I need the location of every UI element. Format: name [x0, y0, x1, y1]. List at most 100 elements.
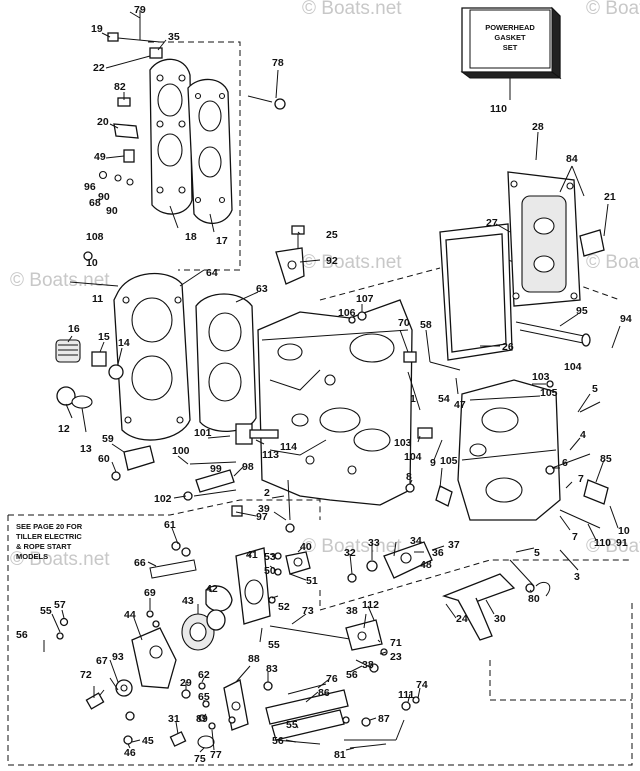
callout-39: 39: [258, 503, 270, 515]
cylinder-head-cover: [149, 58, 193, 215]
block-side-hardware: [111, 423, 279, 517]
callout-44: 44: [124, 609, 136, 621]
callout-81: 81: [334, 749, 346, 761]
callout-103-b: 103: [394, 437, 412, 449]
gasket-set-line1: POWERHEAD: [485, 23, 535, 32]
callout-12: 12: [58, 423, 70, 435]
callout-99: 99: [210, 463, 222, 475]
callout-86: 86: [318, 687, 330, 699]
note-line2: TILLER ELECTRIC: [16, 532, 82, 541]
callout-91: 91: [616, 537, 628, 549]
note-line3: & ROPE START: [16, 542, 72, 551]
callout-60: 60: [98, 453, 110, 465]
callout-numbers: 79 19 35 22 78 82 20 49 96 90 68 90 18 1…: [16, 4, 632, 765]
callout-31: 31: [168, 713, 180, 725]
callout-104-a: 104: [564, 361, 582, 373]
callout-30: 30: [494, 613, 506, 625]
callout-7-a: 7: [578, 473, 584, 485]
callout-90-a: 90: [98, 191, 110, 203]
gasket-set-line2: GASKET: [494, 33, 526, 42]
callout-22: 22: [93, 62, 105, 74]
transfer-cover-gasket: [439, 223, 513, 361]
callout-72: 72: [80, 669, 92, 681]
callout-4: 4: [580, 429, 586, 441]
dashed-boundaries: [7, 41, 633, 766]
gasket-set-line3: SET: [503, 43, 518, 52]
callout-98: 98: [242, 461, 254, 473]
callout-77: 77: [210, 749, 222, 761]
callout-110-kit: 110: [490, 103, 507, 115]
callout-48: 48: [420, 559, 432, 571]
callout-9: 9: [430, 457, 436, 469]
exhaust-cover-gasket: [195, 293, 257, 433]
callout-33: 33: [368, 537, 380, 549]
callout-84: 84: [566, 153, 578, 165]
crankcase-upper-hardware: [275, 225, 421, 533]
callout-37: 37: [448, 539, 460, 551]
callout-110: 110: [594, 537, 611, 549]
callout-82: 82: [114, 81, 126, 93]
callout-88: 88: [248, 653, 260, 665]
callout-42: 42: [206, 583, 218, 595]
callout-56-a: 56: [16, 629, 28, 641]
callout-78: 78: [272, 57, 284, 69]
callout-10-b: 10: [618, 525, 630, 537]
note-line4: MODELS: [16, 552, 48, 561]
callout-14: 14: [118, 337, 130, 349]
callout-62: 62: [198, 669, 210, 681]
right-side-hardware: [405, 321, 609, 529]
crankcase-cover: [457, 379, 561, 521]
note-line1: SEE PAGE 20 FOR: [16, 522, 83, 531]
callout-21: 21: [604, 191, 616, 203]
watermark-right: © Boats.net: [586, 252, 640, 273]
callout-73: 73: [302, 605, 314, 617]
callout-55-b: 55: [268, 639, 280, 651]
callout-65: 65: [198, 691, 210, 703]
callout-59: 59: [102, 433, 114, 445]
callout-6: 6: [562, 457, 568, 469]
callout-35: 35: [168, 31, 180, 43]
cylinder-head-gasket: [187, 78, 233, 224]
callout-11: 11: [92, 293, 103, 305]
callout-54: 54: [438, 393, 450, 405]
callout-40: 40: [300, 541, 312, 553]
callout-97: 97: [256, 511, 268, 523]
callout-23: 23: [390, 651, 402, 663]
callout-16: 16: [68, 323, 80, 335]
callout-1: 1: [410, 393, 416, 405]
watermark-lower-left: © Boats.net: [10, 549, 110, 570]
callout-63: 63: [256, 283, 268, 295]
callout-19: 19: [91, 23, 103, 35]
callout-15: 15: [98, 331, 110, 343]
callout-45: 45: [142, 735, 154, 747]
callout-8: 8: [406, 471, 412, 483]
callout-55-c: 55: [286, 719, 298, 731]
callout-66: 66: [134, 557, 146, 569]
cylinder-block: [257, 299, 413, 506]
callout-52: 52: [278, 601, 290, 613]
callout-10: 10: [86, 257, 98, 269]
callout-90-b: 90: [106, 205, 118, 217]
callout-106: 106: [338, 307, 356, 319]
watermark-top-right: © Boats.net: [586, 0, 640, 19]
callout-114: 114: [280, 441, 297, 453]
callout-13: 13: [80, 443, 92, 455]
callout-79: 79: [134, 4, 146, 16]
callout-17: 17: [216, 235, 228, 247]
leader-lines: [51, 11, 621, 753]
callout-36: 36: [432, 547, 444, 559]
callout-111: 111: [398, 689, 415, 701]
callout-87: 87: [378, 713, 390, 725]
callout-95: 95: [576, 305, 588, 317]
callout-58: 58: [420, 319, 432, 331]
callout-96: 96: [84, 181, 96, 193]
callout-5-b: 5: [534, 547, 540, 559]
callout-34: 34: [410, 535, 422, 547]
upper-hardware: [98, 10, 286, 186]
callout-89: 89: [196, 713, 208, 725]
callout-71: 71: [390, 637, 402, 649]
callout-57: 57: [54, 599, 66, 611]
callout-49: 49: [94, 151, 106, 163]
callout-85: 85: [600, 453, 612, 465]
